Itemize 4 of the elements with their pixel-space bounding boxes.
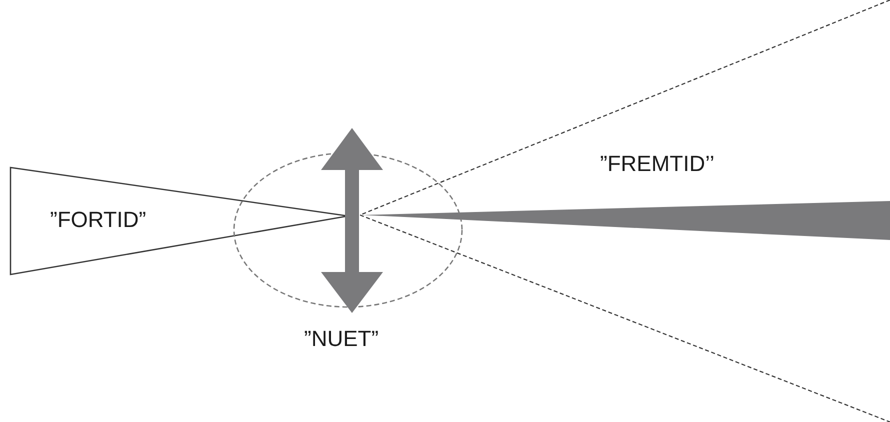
trapezoid-shape	[10, 167, 348, 275]
node-label: ”FREMTID’’	[600, 153, 714, 175]
node-label: ”NUET”	[304, 328, 379, 350]
node-label: ”FORTID”	[50, 209, 146, 231]
